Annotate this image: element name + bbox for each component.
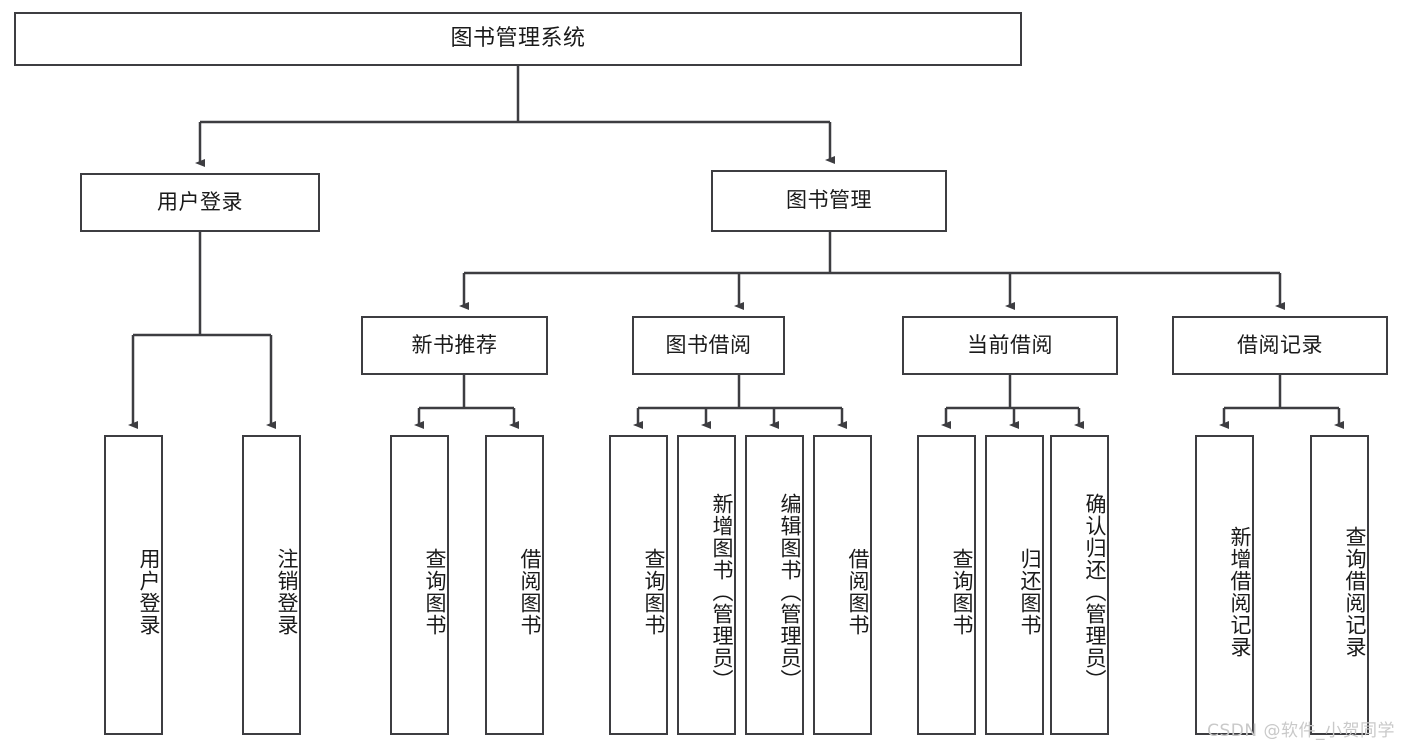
leaf-borrow-add-book-admin[interactable]: 新增图书（管理员） bbox=[677, 435, 736, 735]
leaf-current-query-book[interactable]: 查询图书 bbox=[917, 435, 976, 735]
node-book-management[interactable]: 图书管理 bbox=[711, 170, 947, 232]
node-current-borrow-label: 当前借阅 bbox=[967, 332, 1053, 357]
node-user-login-label: 用户登录 bbox=[157, 189, 243, 214]
leaf-borrow-borrow-book[interactable]: 借阅图书 bbox=[813, 435, 872, 735]
leaf-newbook-query-book[interactable]: 查询图书 bbox=[390, 435, 449, 735]
leaf-current-confirm-return-admin-label: 确认归还（管理员） bbox=[1083, 493, 1107, 691]
leaf-current-confirm-return-admin[interactable]: 确认归还（管理员） bbox=[1050, 435, 1109, 735]
node-book-management-label: 图书管理 bbox=[786, 188, 872, 213]
leaf-user-login-label: 用户登录 bbox=[137, 548, 161, 636]
node-root[interactable]: 图书管理系统 bbox=[14, 12, 1022, 66]
leaf-borrow-add-book-admin-label: 新增图书（管理员） bbox=[710, 493, 734, 691]
leaf-newbook-borrow-book-label: 借阅图书 bbox=[518, 548, 542, 636]
leaf-newbook-query-book-label: 查询图书 bbox=[423, 548, 447, 636]
node-borrow-records-label: 借阅记录 bbox=[1237, 332, 1323, 357]
leaf-records-add-record-label: 新增借阅记录 bbox=[1228, 526, 1252, 658]
leaf-borrow-query-book[interactable]: 查询图书 bbox=[609, 435, 668, 735]
node-book-borrow[interactable]: 图书借阅 bbox=[632, 316, 785, 375]
leaf-records-add-record[interactable]: 新增借阅记录 bbox=[1195, 435, 1254, 735]
leaf-records-query-record[interactable]: 查询借阅记录 bbox=[1310, 435, 1369, 735]
leaf-user-login[interactable]: 用户登录 bbox=[104, 435, 163, 735]
leaf-logout-label: 注销登录 bbox=[275, 548, 299, 636]
node-user-login[interactable]: 用户登录 bbox=[80, 173, 320, 232]
leaf-current-query-book-label: 查询图书 bbox=[950, 548, 974, 636]
watermark: CSDN @软件_小贺同学 bbox=[1207, 721, 1395, 741]
leaf-current-return-book-label: 归还图书 bbox=[1018, 548, 1042, 636]
node-new-book-recommend[interactable]: 新书推荐 bbox=[361, 316, 548, 375]
node-new-book-recommend-label: 新书推荐 bbox=[411, 332, 498, 357]
node-root-label: 图书管理系统 bbox=[450, 25, 586, 51]
leaf-current-return-book[interactable]: 归还图书 bbox=[985, 435, 1044, 735]
node-current-borrow[interactable]: 当前借阅 bbox=[902, 316, 1118, 375]
leaf-borrow-edit-book-admin-label: 编辑图书（管理员） bbox=[778, 493, 802, 691]
leaf-newbook-borrow-book[interactable]: 借阅图书 bbox=[485, 435, 544, 735]
leaf-logout[interactable]: 注销登录 bbox=[242, 435, 301, 735]
node-borrow-records[interactable]: 借阅记录 bbox=[1172, 316, 1388, 375]
leaf-borrow-borrow-book-label: 借阅图书 bbox=[846, 548, 870, 636]
leaf-borrow-query-book-label: 查询图书 bbox=[642, 548, 666, 636]
leaf-borrow-edit-book-admin[interactable]: 编辑图书（管理员） bbox=[745, 435, 804, 735]
node-book-borrow-label: 图书借阅 bbox=[665, 332, 752, 357]
leaf-records-query-record-label: 查询借阅记录 bbox=[1343, 526, 1367, 658]
